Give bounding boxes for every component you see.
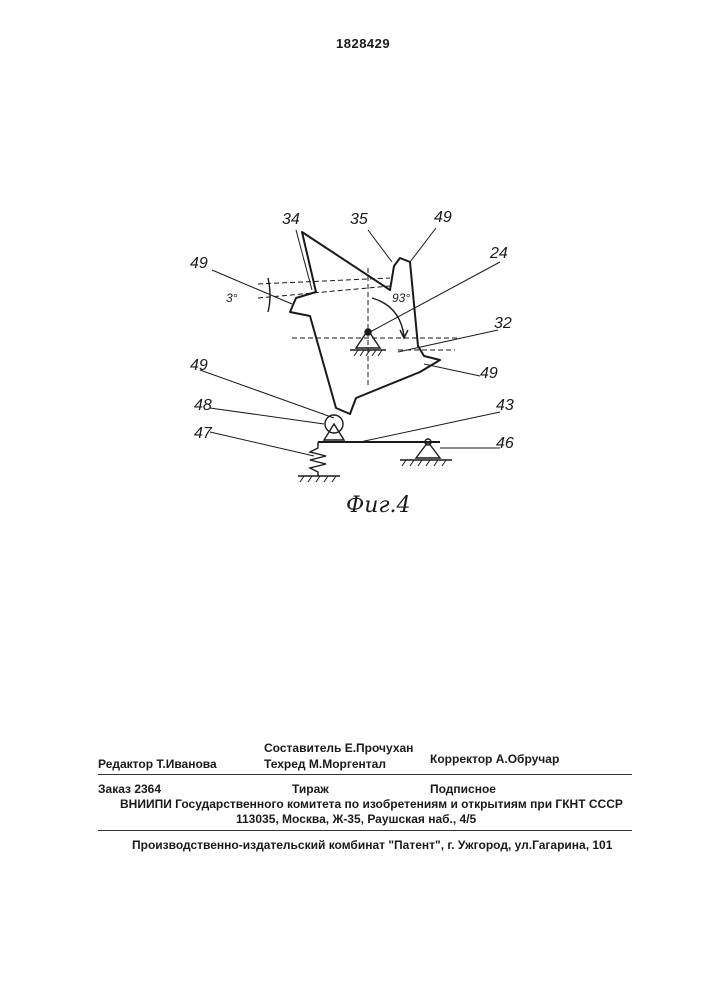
label-34: 34 — [282, 211, 300, 228]
label-93deg: 93° — [392, 291, 410, 305]
label-46: 46 — [496, 435, 514, 452]
label-49-right: 49 — [480, 365, 498, 382]
compiler-line: Составитель Е.Прочухан — [264, 741, 413, 755]
label-48: 48 — [194, 397, 212, 414]
publisher-line: Производственно-издательский комбинат "П… — [132, 838, 612, 852]
label-49-mid: 49 — [190, 357, 208, 374]
circulation-line: Тираж — [292, 782, 329, 796]
order-line: Заказ 2364 — [98, 782, 161, 796]
label-47: 47 — [194, 425, 213, 442]
figure-caption: Фиг.4 — [346, 493, 411, 518]
divider-top — [98, 774, 632, 775]
figure-4-drawing: 34 35 49 24 49 3° 93° 32 49 49 48 43 47 … — [0, 0, 707, 560]
editor-line: Редактор Т.Иванова — [98, 757, 217, 771]
divider-bottom — [98, 830, 632, 831]
org-line: ВНИИПИ Государственного комитета по изоб… — [120, 797, 623, 811]
label-35: 35 — [350, 211, 368, 228]
label-43: 43 — [496, 397, 514, 414]
label-49-top: 49 — [434, 209, 452, 226]
subscription-line: Подписное — [430, 782, 496, 796]
lever-body — [290, 232, 440, 414]
label-24: 24 — [489, 245, 508, 262]
label-32: 32 — [494, 315, 512, 332]
techred-line: Техред М.Моргентал — [264, 757, 386, 771]
corrector-line: Корректор А.Обручар — [430, 752, 559, 766]
label-3deg: 3° — [226, 291, 238, 305]
spring-47 — [310, 442, 326, 476]
address-line: 113035, Москва, Ж-35, Раушская наб., 4/5 — [236, 812, 476, 826]
label-49-left: 49 — [190, 255, 208, 272]
